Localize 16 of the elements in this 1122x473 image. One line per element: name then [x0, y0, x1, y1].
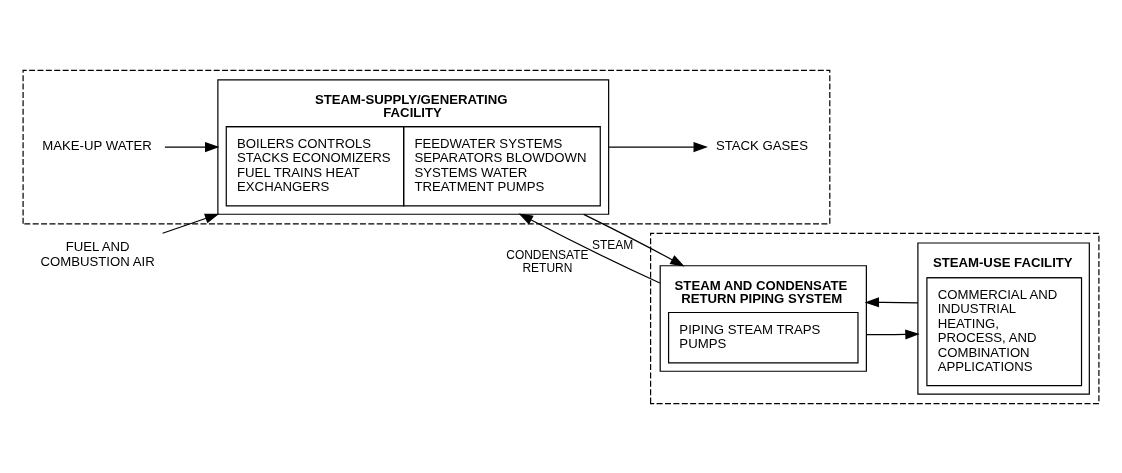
node-text: FUEL AND COMBUSTION AIR: [40, 238, 155, 269]
node-box: STEAM-USE FACILITY COMMERCIAL AND INDUSTRIAL HEATING, PROCESS, AND COMBINATION APPLICATIONS: [917, 241, 1090, 395]
node-box: STEAM AND CONDENSATE RETURN PIPING SYSTEM PIPING STEAM TRAPS PUMPS: [659, 264, 867, 372]
edge-label: CONDENSATE RETURN: [506, 247, 589, 275]
arrow: [608, 141, 708, 152]
node-text: STACK GASES: [715, 137, 808, 153]
arrow: [864, 296, 919, 307]
arrow: [865, 328, 920, 339]
arrow: [164, 141, 220, 152]
node-box: STEAM-SUPPLY/GENERATING FACILITY BOILERS CONTROLS STACKS ECONOMIZERS FUEL TRAINS HEAT EXCHANGERS FEEDWATER SYSTEMS SEPARATORS BLOWDOWN SYSTEMS WATER TREATMENT PUMPS: [217, 78, 610, 215]
arrow: [518, 212, 661, 284]
cluster: [650, 232, 1100, 404]
node-text: MAKE-UP WATER: [42, 137, 152, 153]
edge-label: STEAM: [591, 237, 634, 252]
arrow: [583, 213, 685, 267]
arrow: [162, 213, 220, 234]
